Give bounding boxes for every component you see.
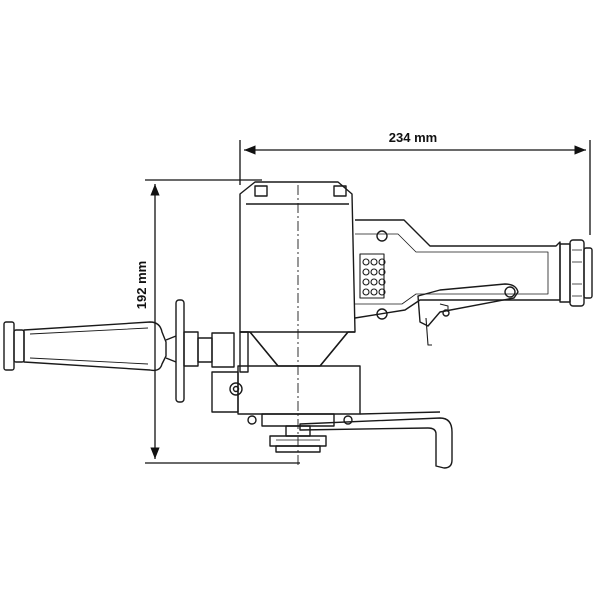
gear-head-screw [229,382,243,396]
width-dimension-label: 234 mm [389,130,437,145]
handle-guard-flange [175,299,185,403]
wheel-guard [299,411,453,469]
side-handle [3,299,235,403]
exhaust-vents [359,253,386,299]
trigger-lever [417,283,519,346]
rear-body [354,219,561,320]
width-dimension [239,140,591,235]
neck-bolt-bottom [376,308,388,320]
handle-end-cap [3,321,15,371]
neck-bolt-top [376,230,388,242]
housing-top-bolt-left [254,185,268,197]
height-dimension [145,179,300,464]
height-dimension-label: 192 mm [134,261,149,309]
grinder-outline [3,181,593,469]
trigger-pivot [504,286,516,298]
handle-grip [23,321,167,372]
spindle-flange [269,425,327,453]
housing-taper [240,331,355,367]
housing-top-bolt-right [333,185,347,197]
air-inlet [559,239,593,307]
